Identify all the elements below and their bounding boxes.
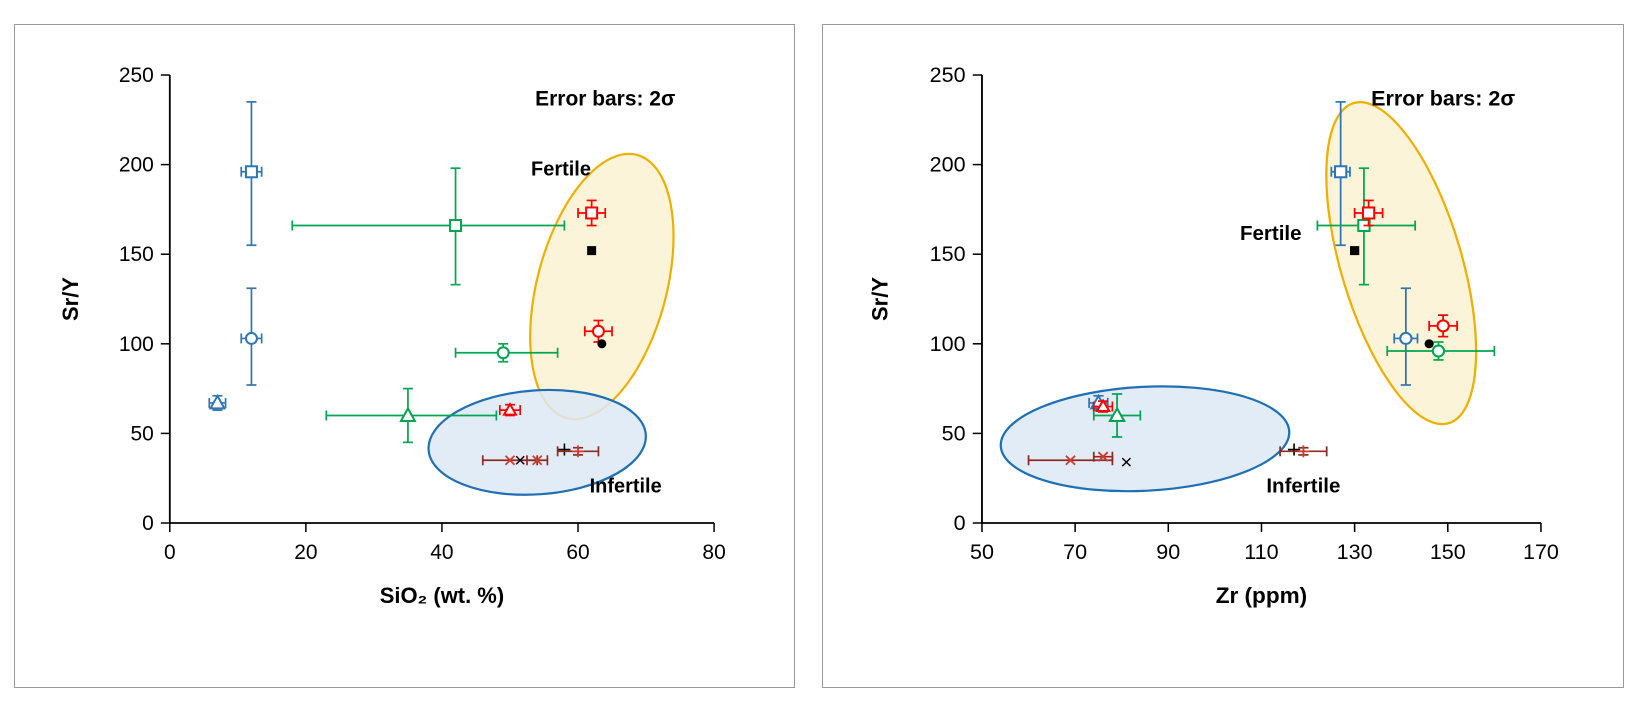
y-tick-label: 50	[942, 422, 966, 446]
x-tick-label: 40	[430, 541, 453, 564]
red-open-square	[1353, 199, 1384, 227]
black-plus	[558, 443, 571, 456]
x-tick-label: 110	[1244, 540, 1278, 564]
x-tick-label: 70	[1063, 540, 1087, 564]
infertile-ellipse	[999, 385, 1291, 493]
green-open-circle	[454, 342, 559, 363]
annotation: Infertile	[1266, 476, 1340, 498]
blue-open-square	[240, 101, 263, 247]
x-tick-label: 0	[164, 541, 176, 564]
black-filled-square	[1350, 246, 1360, 256]
x-tick-label: 90	[1156, 540, 1180, 564]
black-x	[1121, 457, 1131, 467]
green-open-circle	[1386, 341, 1496, 361]
y-tick-label: 200	[119, 154, 154, 177]
y-tick-label: 100	[930, 332, 966, 356]
black-filled-square	[587, 246, 597, 256]
blue-open-square	[1330, 101, 1351, 247]
y-axis-label: Sr/Y	[867, 277, 892, 321]
annotation: Error bars: 2σ	[535, 87, 675, 110]
x-tick-label: 150	[1430, 540, 1466, 564]
x-tick-label: 80	[702, 541, 725, 564]
annotation: Fertile	[531, 158, 591, 180]
red-plus	[556, 445, 600, 458]
red-x-short-bar	[526, 455, 549, 466]
y-tick-label: 0	[142, 512, 154, 535]
black-plus	[1287, 443, 1301, 456]
y-axis-label: Sr/Y	[58, 277, 83, 321]
red-open-triangle	[498, 402, 522, 417]
black-filled-circle	[597, 339, 607, 349]
x-tick-label: 60	[566, 541, 589, 564]
red-open-circle	[583, 319, 613, 343]
annotation: Error bars: 2σ	[1371, 87, 1515, 111]
black-x	[515, 455, 525, 465]
red-plus	[1279, 445, 1328, 458]
red-open-circle	[1428, 314, 1458, 338]
x-tick-label: 170	[1523, 540, 1559, 564]
green-open-square	[291, 167, 566, 286]
y-tick-label: 0	[954, 511, 966, 535]
blue-open-circle	[1393, 287, 1419, 386]
y-tick-label: 150	[119, 243, 154, 266]
blue-open-triangle	[208, 393, 227, 411]
annotation: Infertile	[590, 476, 662, 498]
x-axis-label: Zr (ppm)	[1216, 583, 1307, 608]
x-tick-label: 50	[970, 540, 994, 564]
green-open-triangle	[1092, 393, 1142, 438]
y-tick-label: 250	[119, 64, 154, 87]
black-filled-circle	[1424, 339, 1434, 349]
y-tick-label: 250	[930, 63, 966, 87]
green-open-triangle	[325, 387, 498, 444]
y-tick-label: 50	[131, 422, 154, 445]
x-tick-label: 130	[1337, 540, 1373, 564]
fertile-ellipse	[1325, 101, 1478, 426]
red-open-square	[577, 199, 607, 227]
x-axis-label: SiO₂ (wt. %)	[380, 583, 504, 608]
annotation: Fertile	[1240, 223, 1302, 245]
x-tick-label: 20	[294, 541, 317, 564]
y-tick-label: 200	[930, 153, 966, 177]
y-tick-label: 150	[930, 242, 966, 266]
red-open-triangle	[1092, 398, 1114, 413]
red-x-short-bar	[1092, 451, 1114, 462]
y-tick-label: 100	[119, 333, 154, 356]
blue-open-circle	[240, 287, 263, 386]
